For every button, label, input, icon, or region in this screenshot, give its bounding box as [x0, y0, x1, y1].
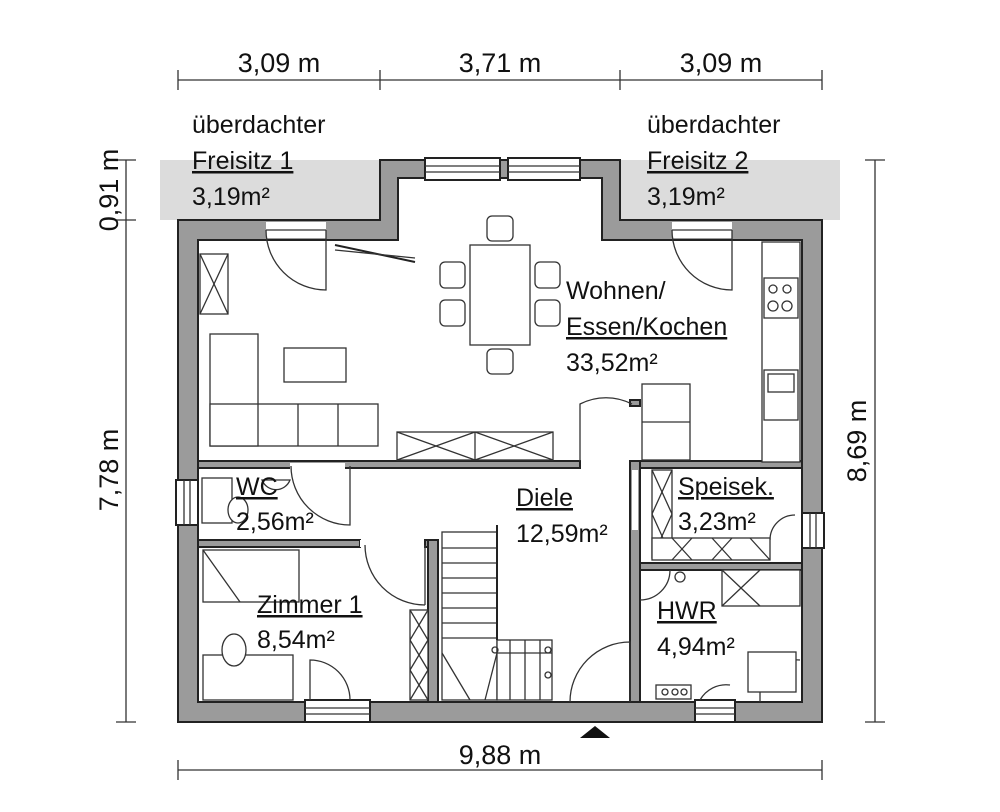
interior-walls [197, 399, 803, 703]
terrace-2-label-line1: überdachter [647, 111, 780, 139]
hall-area: 12,59m² [516, 520, 608, 548]
living-label-line1: Wohnen/ [566, 277, 666, 305]
terrace-2-label-line2: Freisitz 2 [647, 147, 748, 175]
entrance-arrow-icon [580, 726, 610, 738]
terrace-2-area: 3,19m² [647, 183, 725, 211]
utility-label: HWR [657, 597, 717, 625]
room1-label: Zimmer 1 [257, 591, 363, 619]
utility-area: 4,94m² [657, 633, 735, 661]
terrace-1-label-line2: Freisitz 1 [192, 147, 293, 175]
dim-top-right: 3,09 m [680, 48, 763, 78]
windows [175, 157, 825, 723]
dim-left-main: 7,78 m [94, 429, 124, 512]
terrace-1-label-line1: überdachter [192, 111, 325, 139]
dim-left-upper: 0,91 m [94, 149, 124, 232]
terrace-2-area [620, 160, 840, 220]
terrace-1-area: 3,19m² [192, 183, 270, 211]
furniture [199, 215, 801, 701]
staircase [441, 525, 553, 701]
living-label-line2: Essen/Kochen [566, 313, 727, 341]
outer-walls [177, 159, 823, 723]
dim-bottom: 9,88 m [459, 740, 542, 770]
dimension-lines [116, 70, 885, 780]
terrace-1-area [160, 160, 380, 220]
dim-top-middle: 3,71 m [459, 48, 542, 78]
pantry-area: 3,23m² [678, 508, 756, 536]
dim-right: 8,69 m [842, 400, 872, 483]
pantry-label: Speisek. [678, 473, 774, 501]
living-area: 33,52m² [566, 349, 658, 377]
dim-top-left: 3,09 m [238, 48, 321, 78]
wc-label: WC [236, 473, 278, 501]
room1-area: 8,54m² [257, 626, 335, 654]
hall-label: Diele [516, 484, 573, 512]
wc-area: 2,56m² [236, 508, 314, 536]
